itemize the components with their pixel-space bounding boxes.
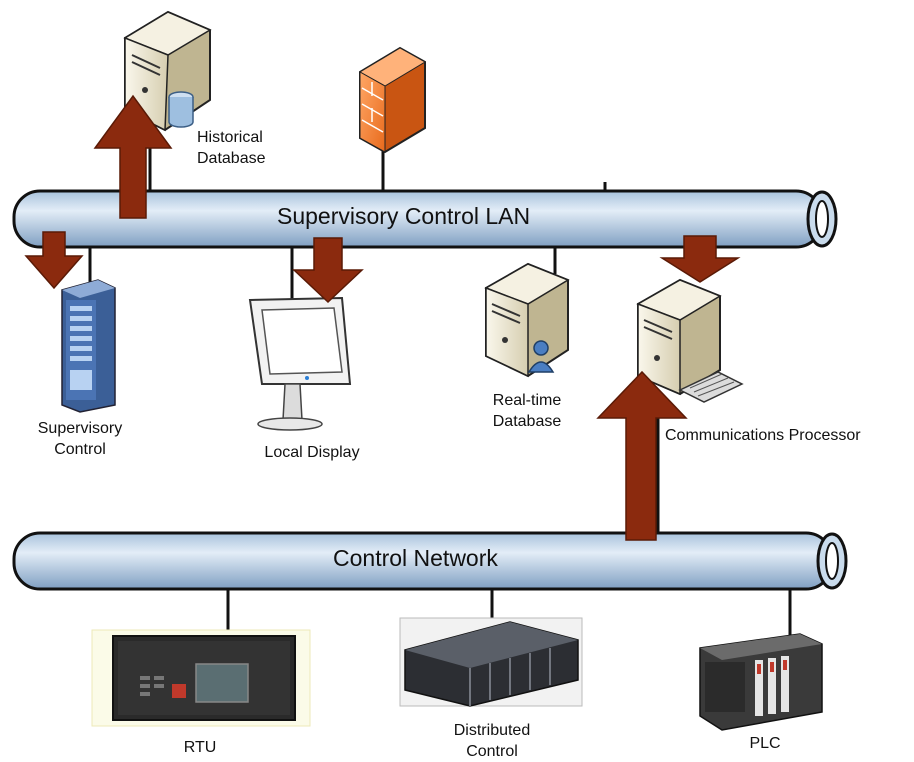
supervisory-control-label: Supervisory Control: [37, 420, 123, 458]
flow-arrows: [24, 94, 741, 541]
control-network-label: Control Network: [333, 545, 498, 571]
historical-database-label: Historical Database: [197, 129, 266, 167]
firewall-icon: [359, 46, 426, 154]
distributed-control-icon: [399, 617, 583, 707]
control-network-pipe: [12, 531, 848, 591]
supervisory-control-rack-icon: [61, 279, 116, 413]
rtu-label: RTU: [183, 739, 217, 756]
arrow-up-historical: [93, 94, 173, 219]
communications-processor-label: Communications Processor: [665, 427, 861, 444]
realtime-database-server-icon: [484, 262, 570, 378]
local-display-label: Local Display: [264, 444, 360, 461]
arrow-up-comm: [596, 370, 688, 541]
supervisory-lan-pipe: [12, 189, 838, 249]
communications-processor-server-icon: [636, 278, 744, 403]
rtu-icon: [91, 629, 311, 727]
arrow-down-supervisory: [24, 231, 84, 290]
plc-icon: [699, 633, 823, 731]
distributed-control-label: Distributed Control: [453, 722, 531, 760]
realtime-database-label: Real-time Database: [492, 392, 562, 430]
arrow-down-display: [292, 237, 364, 304]
supervisory-lan-label: Supervisory Control LAN: [277, 203, 531, 229]
arrow-down-comm: [659, 235, 741, 283]
local-display-monitor-icon: [248, 296, 352, 431]
plc-label: PLC: [749, 735, 781, 752]
